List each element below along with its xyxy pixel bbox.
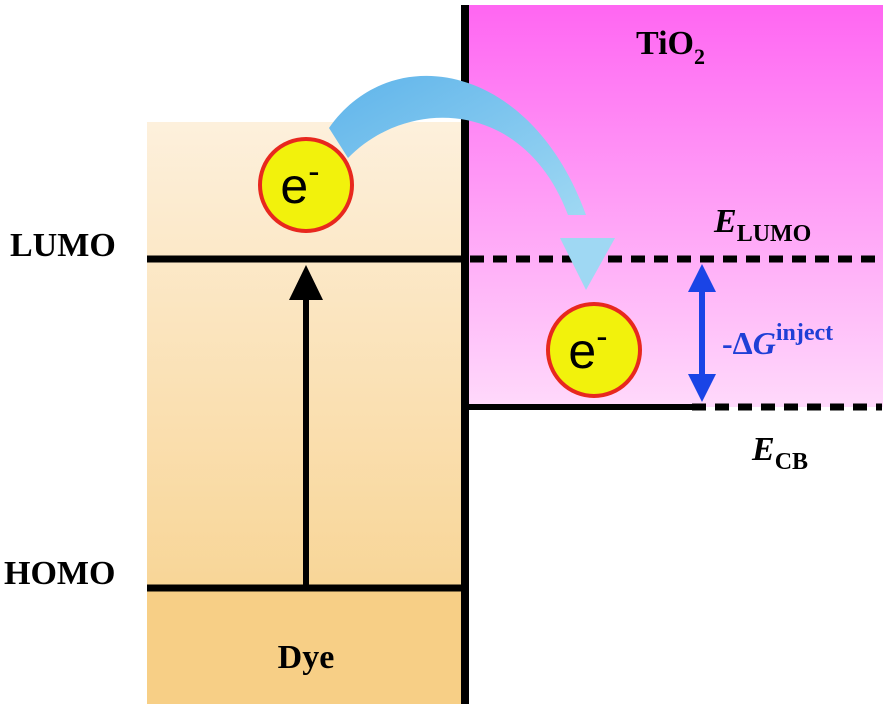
tio2-label-main: TiO <box>636 25 694 62</box>
homo-label: HOMO <box>4 555 115 592</box>
dye-homo-band <box>147 590 465 704</box>
electron-dye-charge: - <box>308 153 319 191</box>
lumo-label: LUMO <box>10 227 116 264</box>
svg-text:e-: e- <box>568 318 607 379</box>
tio2-label: TiO2 <box>636 25 705 69</box>
delta-g-main: G <box>753 325 776 361</box>
e-lumo-label: ELUMO <box>713 203 811 247</box>
electron-tio2-charge: - <box>596 318 607 356</box>
delta-g-arrow <box>688 264 716 402</box>
dye-label: Dye <box>278 639 335 676</box>
e-cb-sub: CB <box>775 449 808 475</box>
e-cb-main: E <box>751 431 775 468</box>
electron-dye-symbol: e <box>280 158 308 214</box>
e-lumo-sub: LUMO <box>737 221 812 247</box>
e-lumo-main: E <box>713 203 737 240</box>
tio2-region <box>465 5 883 407</box>
delta-g-sup: inject <box>776 320 833 346</box>
excitation-arrow <box>289 265 323 588</box>
electron-tio2: e- <box>546 302 642 398</box>
e-cb-label: ECB <box>751 431 808 475</box>
delta-g-prefix: -Δ <box>722 325 753 361</box>
electron-dye: e- <box>258 137 354 233</box>
delta-g-label: -ΔGinject <box>722 320 833 361</box>
tio2-label-sub: 2 <box>694 44 705 69</box>
injection-arrow <box>329 75 615 290</box>
electron-tio2-symbol: e <box>568 323 596 379</box>
svg-text:e-: e- <box>280 153 319 214</box>
